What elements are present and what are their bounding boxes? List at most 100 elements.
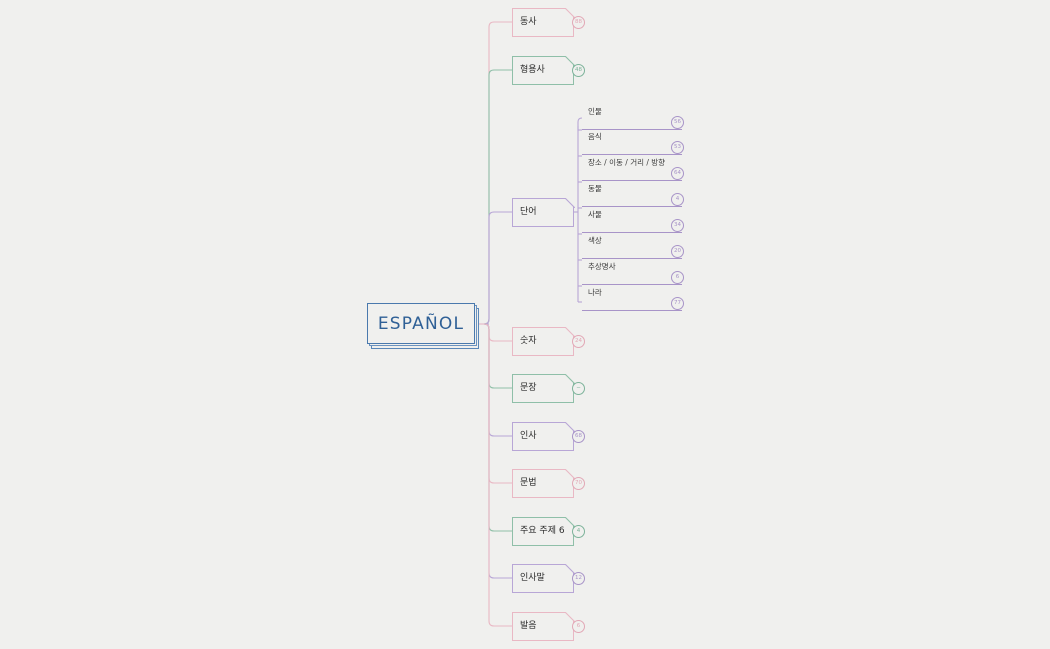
branch-count-badge[interactable]: 48 (572, 64, 585, 77)
sub-item[interactable]: 나라 (582, 287, 682, 311)
branch-node-label: 형용사 (520, 65, 545, 75)
badge-text: − (576, 384, 581, 391)
branch-node-label: 숫자 (520, 336, 537, 346)
branch-count-badge[interactable]: 68 (572, 430, 585, 443)
branch-count-badge[interactable]: − (572, 382, 585, 395)
branch-count-badge[interactable]: 70 (572, 477, 585, 490)
folded-corner-icon (565, 374, 575, 384)
folded-corner-icon (565, 612, 575, 622)
badge-text: 48 (575, 66, 582, 73)
central-node-box[interactable]: ESPAÑOL (367, 303, 475, 344)
badge-text: 6 (675, 273, 680, 280)
sub-item-underline (582, 154, 682, 155)
badge-text: 20 (674, 247, 681, 254)
branch-count-badge[interactable]: 88 (572, 16, 585, 29)
wire-to-munbeop (479, 323, 512, 484)
badge-text: 6 (576, 622, 581, 629)
folded-corner-icon (565, 56, 575, 66)
folded-corner-icon (565, 8, 575, 18)
folded-corner-icon (565, 469, 575, 479)
sub-item-count-badge[interactable]: 53 (671, 141, 684, 154)
sub-item-label: 동물 (588, 184, 602, 193)
sub-item-count-badge[interactable]: 64 (671, 167, 684, 180)
sub-item-label: 인물 (588, 107, 602, 116)
sub-item[interactable]: 동물 (582, 183, 682, 207)
branch-node[interactable]: 문장 (512, 374, 575, 403)
badge-text: 12 (575, 574, 582, 581)
branch-node-label: 발음 (520, 621, 537, 631)
central-node-label: ESPAÑOL (377, 313, 465, 334)
sub-item-underline (582, 180, 682, 181)
sub-item-label: 추상명사 (588, 262, 616, 271)
sub-item[interactable]: 장소 / 이동 / 거리 / 방향 (582, 157, 682, 181)
sub-item-label: 색상 (588, 236, 602, 245)
sub-item[interactable]: 사물 (582, 209, 682, 233)
sub-item-label: 장소 / 이동 / 거리 / 방향 (588, 158, 666, 167)
sub-item-underline (582, 258, 682, 259)
badge-text: 70 (575, 479, 582, 486)
sub-item-underline (582, 129, 682, 130)
sub-item-count-badge[interactable]: 77 (671, 297, 684, 310)
badge-text: 34 (674, 221, 681, 228)
sub-item[interactable]: 음식 (582, 131, 682, 155)
branch-node[interactable]: 형용사 (512, 56, 575, 85)
sub-item-underline (582, 310, 682, 311)
badge-text: 68 (575, 432, 582, 439)
wire-to-dongsa (479, 21, 512, 325)
wire-to-sutja (479, 323, 512, 342)
branch-count-badge[interactable]: 4 (572, 525, 585, 538)
branch-count-badge[interactable]: 24 (572, 335, 585, 348)
branch-count-badge[interactable]: 6 (572, 620, 585, 633)
wire-to-munjang (479, 323, 512, 389)
branch-node[interactable]: 숫자 (512, 327, 575, 356)
branch-node[interactable]: 인사말 (512, 564, 575, 593)
sub-item-underline (582, 284, 682, 285)
branch-node-label: 문법 (520, 478, 537, 488)
folded-corner-icon (565, 422, 575, 432)
folded-corner-icon (565, 327, 575, 337)
sub-item-count-badge[interactable]: 34 (671, 219, 684, 232)
wire-to-insa (479, 323, 512, 437)
branch-node[interactable]: 문법 (512, 469, 575, 498)
sub-item-count-badge[interactable]: 20 (671, 245, 684, 258)
wire-to-hyeongyongsa (479, 69, 512, 325)
branch-node[interactable]: 주요 주제 6 (512, 517, 575, 546)
sub-item-count-badge[interactable]: 56 (671, 116, 684, 129)
sub-item[interactable]: 인물 (582, 106, 682, 130)
sub-item-underline (582, 206, 682, 207)
badge-text: 53 (674, 143, 681, 150)
wire-to-daneo (479, 211, 512, 325)
wire-to-juyo-juje (479, 323, 512, 532)
branch-node-label: 주요 주제 6 (520, 526, 565, 536)
branch-node[interactable]: 동사 (512, 8, 575, 37)
branch-node-label: 인사말 (520, 573, 545, 583)
branch-node[interactable]: 인사 (512, 422, 575, 451)
sub-item-label: 음식 (588, 132, 602, 141)
folded-corner-icon (565, 517, 575, 527)
sub-item[interactable]: 추상명사 (582, 261, 682, 285)
wire-to-insamal (479, 323, 512, 579)
branch-node[interactable]: 발음 (512, 612, 575, 641)
badge-text: 64 (674, 169, 681, 176)
branch-count-badge[interactable]: 12 (572, 572, 585, 585)
badge-text: 4 (675, 195, 680, 202)
branch-node[interactable]: 단어 (512, 198, 575, 227)
folded-corner-icon (565, 564, 575, 574)
folded-corner-icon (565, 198, 575, 208)
sub-item[interactable]: 색상 (582, 235, 682, 259)
sub-item-count-badge[interactable]: 6 (671, 271, 684, 284)
badge-text: 77 (674, 299, 681, 306)
badge-text: 4 (576, 527, 581, 534)
branch-node-label: 인사 (520, 431, 537, 441)
badge-text: 88 (575, 18, 582, 25)
badge-text: 56 (674, 118, 681, 125)
badge-text: 24 (575, 337, 582, 344)
central-node[interactable]: ESPAÑOL (367, 303, 479, 349)
branch-node-label: 동사 (520, 17, 537, 27)
branch-node-label: 문장 (520, 383, 537, 393)
sub-item-count-badge[interactable]: 4 (671, 193, 684, 206)
wire-to-bareum (479, 323, 512, 627)
sub-item-underline (582, 232, 682, 233)
